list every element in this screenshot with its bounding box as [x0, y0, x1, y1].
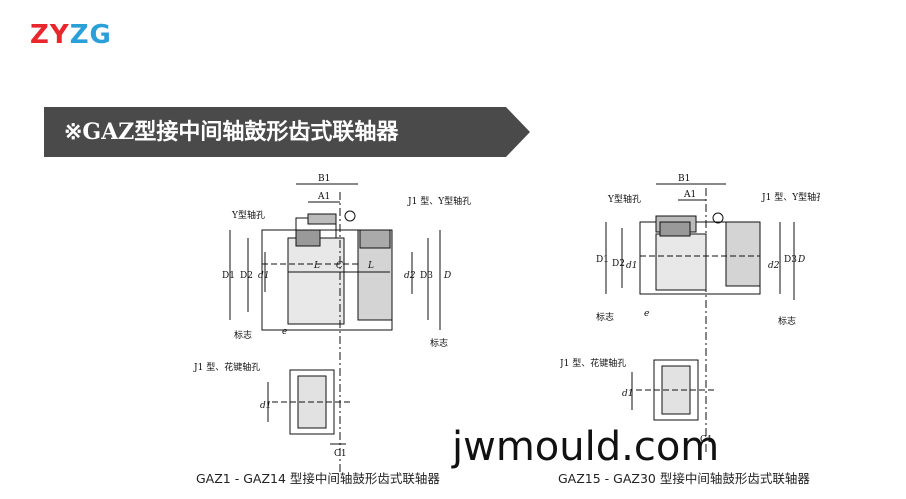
label-c1: C1: [334, 449, 347, 459]
label-y-right: Y型轴孔: [607, 193, 641, 205]
label-d1: D1: [222, 271, 235, 281]
label-a1-right: A1: [683, 190, 696, 200]
logo-text-blue: ZG: [69, 20, 112, 50]
title-banner: [44, 107, 530, 157]
label-mark2: 标志: [430, 337, 448, 349]
label-e: e: [282, 327, 287, 337]
label-d-small: d1: [258, 271, 270, 281]
drawing-right: B1 A1 J1 型、Y型轴孔 Y型轴孔 D1 D2 d1 d2 D3 D 标志…: [560, 172, 820, 452]
label-l2: L: [367, 261, 374, 271]
label-d-right: D: [797, 255, 805, 265]
watermark-text: jwmould.com: [452, 424, 720, 470]
label-j1y: J1 型、Y型轴孔: [407, 195, 471, 207]
label-b1: B1: [318, 174, 330, 184]
label-c1-right: C1: [700, 435, 713, 445]
label-d2-right: D2: [612, 259, 625, 269]
caption-left: GAZ1 - GAZ14 型接中间轴鼓形齿式联轴器: [196, 471, 440, 486]
label-d1b: d1: [260, 401, 272, 411]
label-y: Y型轴孔: [231, 209, 265, 221]
label-d1-right: D1: [596, 255, 609, 265]
drawing-left-svg: B1 A1 J1 型、Y型轴孔 Y型轴孔 L L C D1 D2 d1 d2 D…: [193, 174, 471, 472]
label-a1: A1: [317, 192, 330, 202]
label-d2: D2: [240, 271, 253, 281]
drawing-left: B1 A1 J1 型、Y型轴孔 Y型轴孔 L L C D1 D2 d1 d2 D…: [190, 172, 480, 472]
label-j1y-right: J1 型、Y型轴孔: [761, 191, 820, 203]
label-mark2-right: 标志: [778, 315, 796, 327]
label-j1key: J1 型、花键轴孔: [193, 361, 260, 373]
label-b1-right: B1: [678, 174, 690, 184]
label-d-small-right: d1: [626, 261, 638, 271]
label-d3-right: D3: [784, 255, 797, 265]
page-title: ※GAZ型接中间轴鼓形齿式联轴器: [64, 119, 399, 145]
label-mark-right: 标志: [596, 311, 614, 323]
label-d2r-right: d2: [768, 261, 780, 271]
label-d: D: [443, 271, 451, 281]
drawing-right-svg: B1 A1 J1 型、Y型轴孔 Y型轴孔 D1 D2 d1 d2 D3 D 标志…: [560, 174, 820, 452]
label-j1key-right: J1 型、花键轴孔: [560, 357, 626, 369]
label-d3: D3: [420, 271, 433, 281]
label-e-right: e: [644, 309, 649, 319]
label-c: C: [336, 261, 343, 271]
caption-right: GAZ15 - GAZ30 型接中间轴鼓形齿式联轴器: [558, 471, 810, 486]
label-d2r: d2: [404, 271, 416, 281]
label-d1b-right: d1: [622, 389, 634, 399]
label-mark: 标志: [234, 329, 252, 341]
brand-logo: ZYZG: [30, 22, 112, 48]
label-l1: L: [313, 261, 320, 271]
logo-text-red: ZY: [30, 20, 70, 50]
